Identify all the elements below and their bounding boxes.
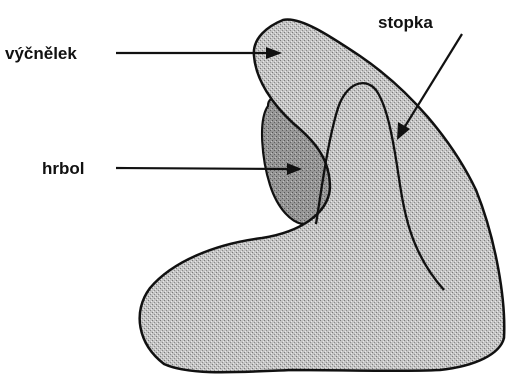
vycnelek-label: výčnělek [5,44,77,63]
hrbol-leader-line [116,168,288,169]
stopka-label: stopka [378,13,433,32]
hrbol-label: hrbol [42,159,85,178]
stopka-leader-line [404,34,462,128]
